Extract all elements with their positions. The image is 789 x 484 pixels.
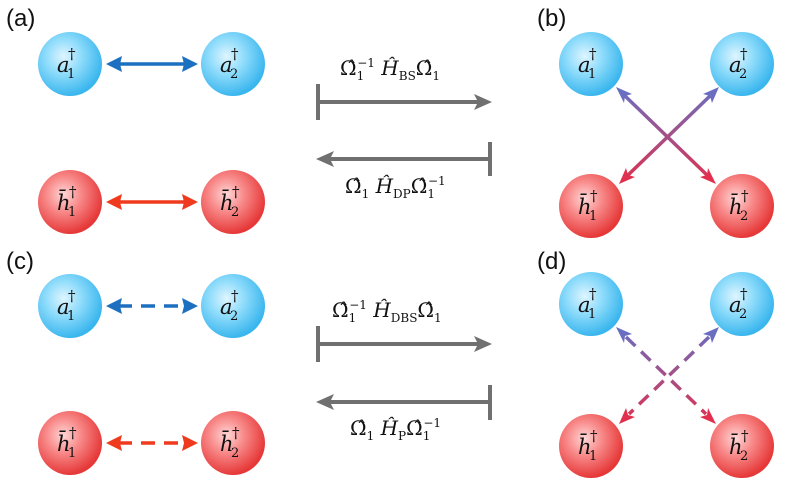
node-a2-b: a 2 † xyxy=(710,32,774,96)
svg-text:2: 2 xyxy=(231,205,239,220)
panel-a: a 1 † a 2 † h̄ 1 † h̄ 2 † xyxy=(38,32,265,234)
transform-arrow-bottom-forward xyxy=(316,326,492,362)
svg-text:a: a xyxy=(220,295,233,319)
node-h1-a: h̄ 1 † xyxy=(38,170,102,234)
operator-label-bottom-forward: Ω̂1−1 ĤDBSΩ̂1 xyxy=(332,298,442,325)
node-a1-a: a 1 † xyxy=(38,32,102,96)
node-h2-b: h̄ 2 † xyxy=(710,174,774,238)
blue-double-arrow-a xyxy=(106,56,198,72)
svg-text:2: 2 xyxy=(230,309,238,324)
operator-label-bottom-backward: Ω̂1 ĤPΩ̂1−1 xyxy=(350,416,442,443)
svg-text:†: † xyxy=(741,427,749,445)
node-a2-a: a 2 † xyxy=(201,32,265,96)
svg-text:h̄: h̄ xyxy=(220,430,234,456)
panel-label-b: (b) xyxy=(537,5,567,32)
dashed-cross-arrow-a2-h1-d xyxy=(619,327,719,424)
svg-text:2: 2 xyxy=(739,67,747,82)
node-h1-d: h̄ 1 † xyxy=(559,414,623,478)
svg-text:h̄: h̄ xyxy=(729,193,743,219)
operator-label-top-forward: Ω̂1−1 ĤBSΩ̂1 xyxy=(340,56,441,83)
transform-arrow-bottom-backward xyxy=(316,385,492,420)
node-a1-b: a 1 † xyxy=(559,32,623,96)
panel-c: a 1 † a 2 † h̄ 1 † h̄ 2 † xyxy=(38,274,265,475)
svg-text:a: a xyxy=(578,293,591,317)
dashed-cross-arrow-a1-h2-d xyxy=(616,327,716,424)
svg-text:†: † xyxy=(68,287,76,305)
svg-text:a: a xyxy=(729,53,742,77)
panel-label-c: (c) xyxy=(6,248,34,275)
svg-text:†: † xyxy=(69,424,77,442)
svg-text:h̄: h̄ xyxy=(578,433,592,459)
svg-text:a: a xyxy=(578,53,591,77)
svg-text:†: † xyxy=(590,187,598,205)
red-dashed-double-arrow-c xyxy=(106,435,198,451)
svg-text:†: † xyxy=(68,45,76,63)
svg-text:1: 1 xyxy=(67,67,75,82)
node-a2-d: a 2 † xyxy=(710,272,774,336)
svg-text:a: a xyxy=(57,295,70,319)
svg-text:h̄: h̄ xyxy=(57,430,71,456)
svg-text:h̄: h̄ xyxy=(220,189,234,215)
svg-text:2: 2 xyxy=(740,449,748,464)
svg-text:1: 1 xyxy=(68,205,76,220)
svg-text:†: † xyxy=(590,427,598,445)
svg-text:1: 1 xyxy=(589,449,597,464)
node-a1-c: a 1 † xyxy=(38,274,102,338)
svg-text:h̄: h̄ xyxy=(729,433,743,459)
panel-label-a: (a) xyxy=(6,5,36,32)
panel-label-d: (d) xyxy=(537,248,567,275)
cross-arrow-a1-h2-b xyxy=(616,87,716,184)
svg-text:a: a xyxy=(729,293,742,317)
svg-text:h̄: h̄ xyxy=(57,189,71,215)
node-h1-b: h̄ 1 † xyxy=(559,174,623,238)
svg-text:h̄: h̄ xyxy=(578,193,592,219)
blue-dashed-double-arrow-c xyxy=(106,298,198,314)
svg-text:1: 1 xyxy=(67,309,75,324)
svg-text:2: 2 xyxy=(230,67,238,82)
svg-text:†: † xyxy=(232,183,240,201)
svg-text:†: † xyxy=(231,287,239,305)
panel-d: a 1 † a 2 † h̄ 1 † h̄ 2 † xyxy=(559,272,774,478)
node-h1-c: h̄ 1 † xyxy=(38,411,102,475)
svg-text:1: 1 xyxy=(588,307,596,322)
node-h2-c: h̄ 2 † xyxy=(201,411,265,475)
svg-text:†: † xyxy=(741,187,749,205)
node-a1-d: a 1 † xyxy=(559,272,623,336)
svg-text:2: 2 xyxy=(740,209,748,224)
operator-label-top-backward: Ω̂1 ĤDPΩ̂1−1 xyxy=(345,174,446,201)
svg-text:1: 1 xyxy=(589,209,597,224)
svg-text:†: † xyxy=(740,45,748,63)
node-a2-c: a 2 † xyxy=(201,274,265,338)
svg-text:†: † xyxy=(589,285,597,303)
svg-text:1: 1 xyxy=(588,67,596,82)
svg-text:1: 1 xyxy=(68,446,76,461)
cross-arrow-a2-h1-b xyxy=(619,87,719,184)
transform-arrow-top-backward xyxy=(316,142,492,176)
node-h2-d: h̄ 2 † xyxy=(710,414,774,478)
svg-text:2: 2 xyxy=(739,307,747,322)
svg-text:a: a xyxy=(57,53,70,77)
svg-text:†: † xyxy=(231,45,239,63)
node-h2-a: h̄ 2 † xyxy=(201,170,265,234)
red-double-arrow-a xyxy=(106,194,198,210)
svg-text:2: 2 xyxy=(231,446,239,461)
transform-arrow-top-forward xyxy=(316,84,492,120)
svg-text:†: † xyxy=(69,183,77,201)
svg-text:†: † xyxy=(740,285,748,303)
panel-b: a 1 † a 2 † h̄ 1 † h̄ 2 † xyxy=(559,32,774,238)
svg-text:†: † xyxy=(589,45,597,63)
svg-text:a: a xyxy=(220,53,233,77)
svg-text:†: † xyxy=(232,424,240,442)
